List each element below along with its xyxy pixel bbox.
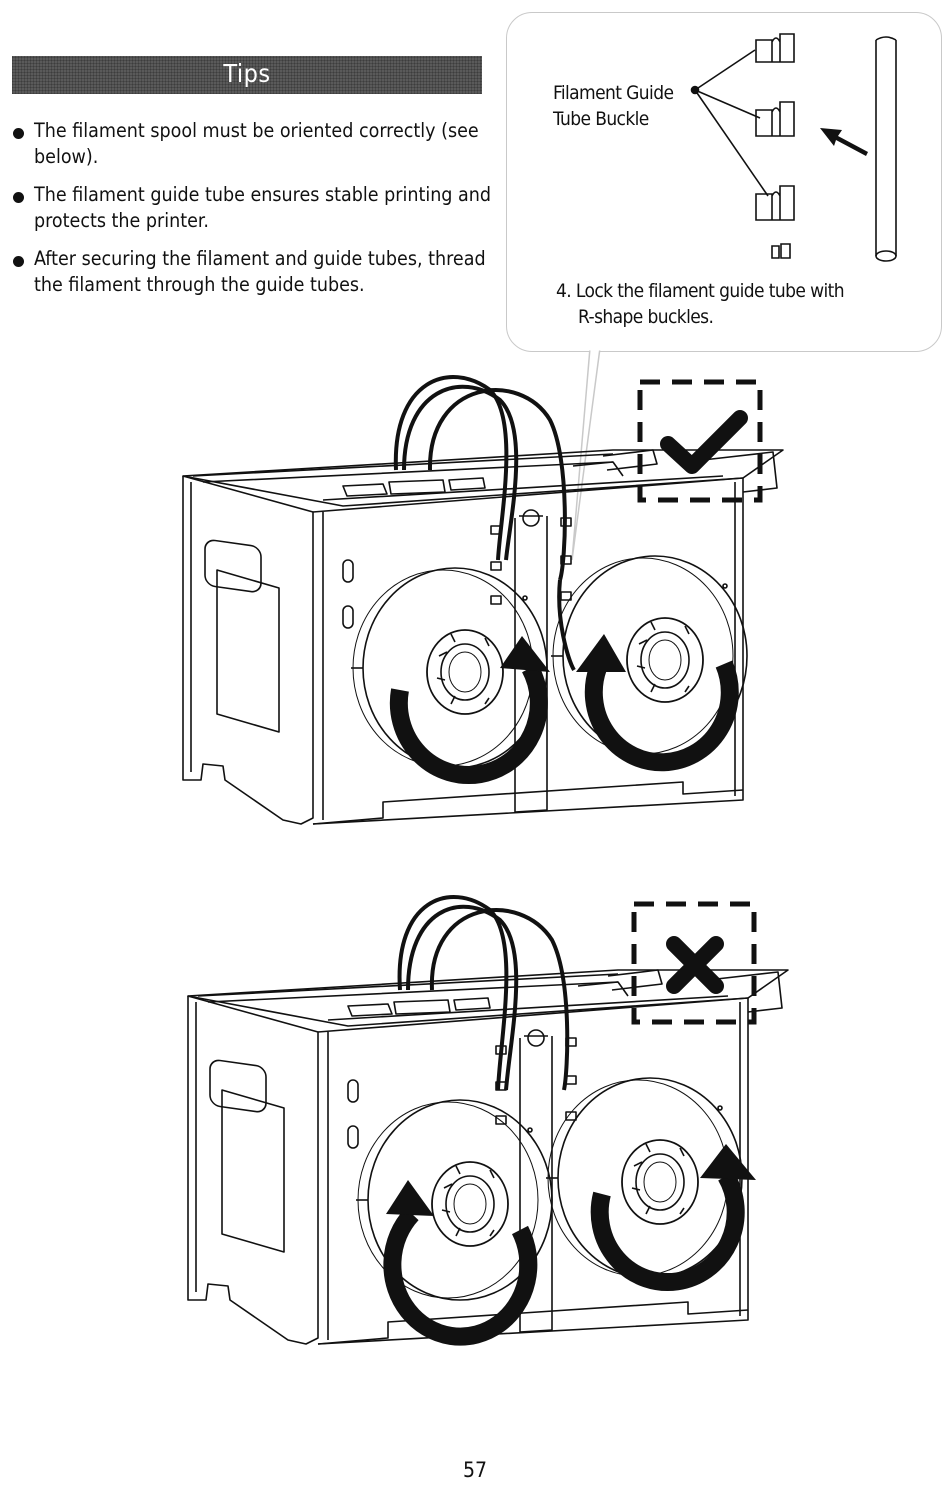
guide-tube xyxy=(875,36,897,262)
tip-item: The filament guide tube ensures stable p… xyxy=(10,182,505,234)
filament-tubes xyxy=(397,895,570,1091)
cross-status-box xyxy=(631,901,757,1025)
tips-list: The filament spool must be oriented corr… xyxy=(10,118,505,310)
r-shape-buckle xyxy=(755,33,795,63)
tips-header-bar: Tips xyxy=(12,56,482,94)
page-number: 57 xyxy=(462,1458,488,1482)
rotation-arrow-icon xyxy=(389,636,550,784)
rotation-arrow-icon xyxy=(383,1180,538,1346)
tip-item: The filament spool must be oriented corr… xyxy=(10,118,505,170)
step-text-line2: R-shape buckles. xyxy=(578,306,714,328)
filament-tubes xyxy=(393,375,576,672)
check-status-box xyxy=(637,379,763,503)
check-icon xyxy=(660,410,748,474)
buckle-callout xyxy=(506,12,942,352)
r-shape-buckle xyxy=(755,185,795,221)
cross-icon xyxy=(666,936,724,994)
buckle-label-line1: Filament Guide xyxy=(553,82,674,104)
small-buckle xyxy=(771,243,791,259)
tip-item: After securing the filament and guide tu… xyxy=(10,246,505,298)
buckle-label-line2: Tube Buckle xyxy=(553,108,649,130)
rotation-arrow-icon xyxy=(576,634,739,772)
buckle-detail-illustration xyxy=(690,33,897,262)
step-text-line1: 4. Lock the filament guide tube with xyxy=(556,280,845,302)
arrow-icon xyxy=(820,128,868,156)
rotation-arrow-icon xyxy=(590,1144,756,1291)
r-shape-buckle xyxy=(755,101,795,137)
tips-title: Tips xyxy=(223,59,271,88)
